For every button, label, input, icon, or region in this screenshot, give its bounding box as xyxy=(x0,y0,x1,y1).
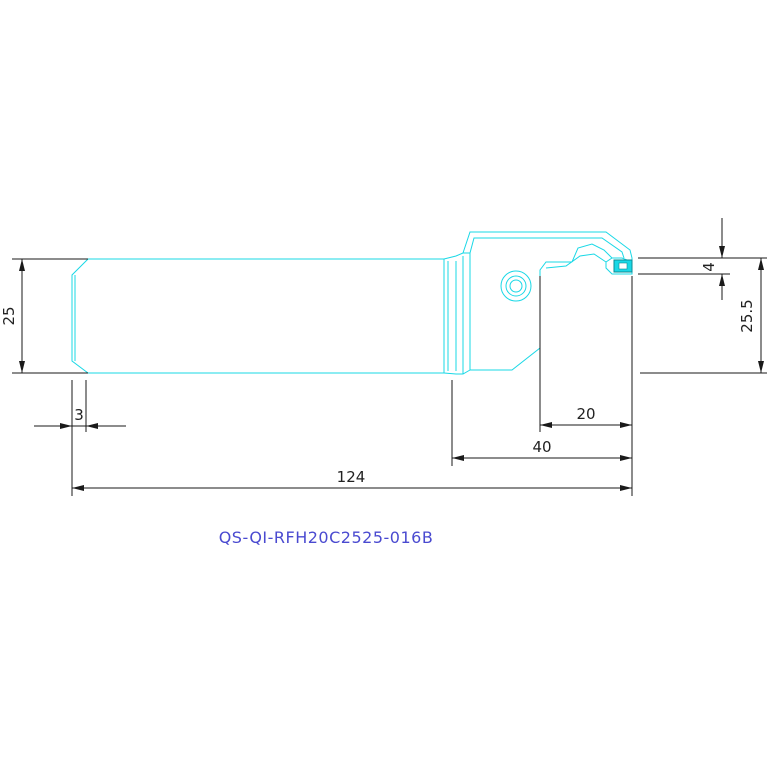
clamp-screw-mid xyxy=(505,275,527,297)
arrow-overall-right xyxy=(620,485,632,491)
clamp-screw-inner xyxy=(509,279,523,293)
arrow-head-left xyxy=(452,455,464,461)
arrow-overall-left xyxy=(72,485,84,491)
tool-holder-outline xyxy=(71,231,633,375)
shank-outline xyxy=(71,258,444,374)
neck-top-transition xyxy=(443,252,470,260)
head-bottom-outline xyxy=(470,261,572,371)
head-top-inner xyxy=(469,237,625,259)
label-shank-height: 25 xyxy=(0,306,18,325)
cutting-insert xyxy=(613,259,633,273)
arrow-cutting-bottom xyxy=(758,361,764,373)
label-overall-length: 124 xyxy=(337,468,366,486)
arrow-chamfer-right xyxy=(86,423,98,429)
arrow-cutting-top xyxy=(758,258,764,270)
arrow-reach-right xyxy=(620,422,632,428)
label-chamfer: 3 xyxy=(74,406,84,424)
arrow-shank-bottom xyxy=(19,361,25,373)
arrow-insert-bottom xyxy=(719,274,725,286)
part-code: QS-QI-RFH20C2525-016B xyxy=(219,528,434,547)
head-slot xyxy=(571,243,613,263)
label-reach: 20 xyxy=(576,405,595,423)
arrow-insert-top xyxy=(719,246,725,258)
head-slot-inner xyxy=(545,253,607,269)
label-head-length: 40 xyxy=(532,438,551,456)
arrow-shank-top xyxy=(19,259,25,271)
arrow-head-right xyxy=(620,455,632,461)
dimension-labels: 25 3 124 40 20 4 25.5 xyxy=(0,262,756,486)
neck-bottom-transition xyxy=(443,369,471,375)
arrow-reach-left xyxy=(540,422,552,428)
insert-center xyxy=(618,262,628,270)
dimension-lines xyxy=(12,218,767,496)
label-insert-width: 4 xyxy=(700,262,718,272)
label-cutting-height: 25.5 xyxy=(738,299,756,332)
clamp-screw-outer xyxy=(500,270,532,302)
arrow-chamfer-left xyxy=(60,423,72,429)
